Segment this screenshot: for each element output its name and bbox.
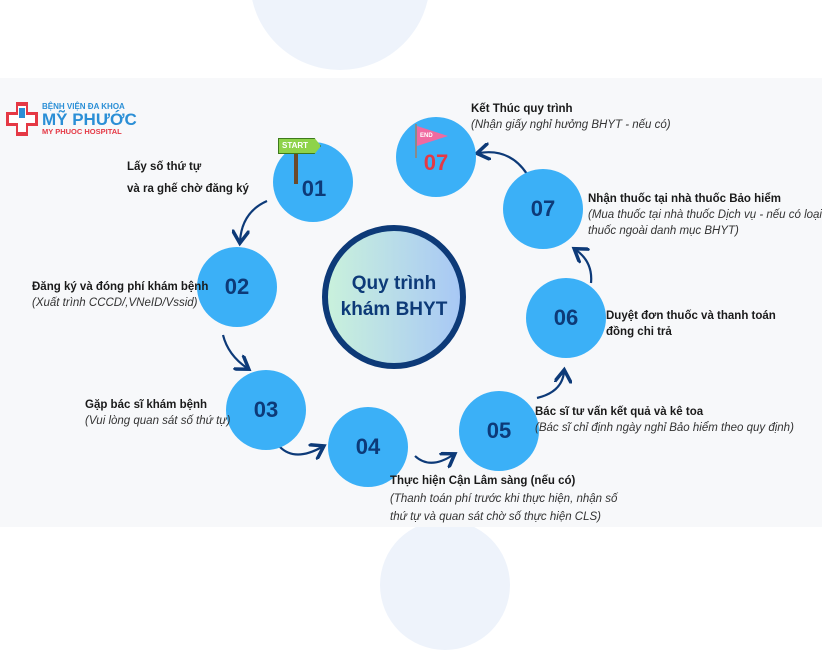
flow-arrows [221, 0, 593, 600]
logo-line2: MỸ PHƯỚC [42, 109, 137, 129]
step-circle-04: 04 [328, 407, 408, 487]
step-note: (Xuất trình CCCD/,VNeID/Vssid) [32, 297, 198, 309]
step-circle-05: 05 [459, 391, 539, 471]
step-title: Bác sĩ tư vấn kết quả và kê toa [535, 406, 704, 418]
arrow-05-06 [536, 372, 564, 400]
step-03-text: Gặp bác sĩ khám bệnh (Vui lòng quan sát s… [85, 397, 230, 429]
step-number: 07 [530, 196, 556, 221]
step-note: (Mua thuốc tại nhà thuốc Dịch vụ - nếu c… [588, 209, 822, 221]
step-04-text: Thực hiện Cận Lâm sàng (nếu có) (Thanh to… [390, 472, 617, 526]
step-circle-06: 06 [526, 278, 606, 358]
step-02-text: Đăng ký và đóng phí khám bệnh (Xuất trình… [32, 279, 208, 311]
step-note-line2: thuốc ngoài danh mục BHYT) [588, 225, 739, 237]
step-circle-03: 03 [226, 370, 306, 450]
logo-line3: MY PHUOC HOSPITAL [42, 126, 122, 136]
step-06-text: Duyệt đơn thuốc và thanh toán đồng chi tr… [606, 308, 776, 340]
arrow-01-02 [240, 199, 268, 241]
step-title: Lấy số thứ tự [127, 161, 202, 173]
step-number: 06 [553, 305, 579, 330]
step-note: (Bác sĩ chỉ định ngày nghỉ Bảo hiểm theo… [535, 422, 794, 434]
end-number: 07 [423, 150, 449, 175]
hospital-logo: BỆNH VIỆN ĐA KHOA MỸ PHƯỚC MY PHUOC HOSP… [6, 102, 137, 136]
step-circle-02: 02 [197, 247, 277, 327]
step-number: 01 [301, 176, 327, 201]
arrow-03-04 [279, 447, 322, 455]
center-title-line1: Quy trình [351, 273, 437, 295]
step-05-text: Bác sĩ tư vấn kết quả và kê toa (Bác sĩ c… [535, 404, 794, 436]
start-sign-label: START [278, 138, 321, 154]
step-title: Nhận thuốc tại nhà thuốc Bảo hiểm [588, 193, 781, 205]
step-title: Kết Thúc quy trình [471, 103, 573, 115]
center-title-line2: khám BHYT [340, 299, 448, 320]
hospital-cross-icon [6, 102, 38, 136]
step-title: Thực hiện Cận Lâm sàng (nếu có) [390, 475, 576, 487]
end-circle: 07 [396, 117, 476, 197]
step-number: 05 [486, 418, 512, 443]
step-title: Duyệt đơn thuốc và thanh toán [606, 310, 776, 322]
step-07-text: Nhận thuốc tại nhà thuốc Bảo hiểm (Mua th… [588, 191, 822, 239]
step-circle-01: 01 [273, 142, 353, 222]
end-text: Kết Thúc quy trình (Nhận giấy nghỉ hưởng … [471, 101, 671, 133]
step-note: (Nhận giấy nghỉ hưởng BHYT - nếu có) [471, 119, 671, 131]
center-title-circle: Quy trình khám BHYT [322, 225, 466, 369]
step-number: 04 [355, 434, 381, 459]
arrow-06-07 [576, 250, 593, 284]
arrow-02-03 [221, 334, 247, 368]
step-note-line2: thứ tự và quan sát chờ số thực hiện CLS) [390, 511, 602, 523]
step-01-text: Lấy số thứ tự và ra ghế chờ đăng ký [127, 159, 249, 197]
step-circle-07: 07 [503, 169, 583, 249]
step-title-line2: và ra ghế chờ đăng ký [127, 183, 249, 195]
step-title-line2: đồng chi trả [606, 326, 672, 338]
step-title: Đăng ký và đóng phí khám bệnh [32, 281, 209, 293]
step-title: Gặp bác sĩ khám bệnh [85, 399, 208, 411]
step-note: (Thanh toán phí trước khi thực hiện, nhậ… [390, 493, 618, 505]
step-number: 02 [224, 274, 250, 299]
logo-line1: BỆNH VIỆN ĐA KHOA [42, 101, 125, 111]
arrow-04-05 [414, 455, 453, 463]
step-number: 03 [253, 397, 279, 422]
step-note: (Vui lòng quan sát số thứ tự) [85, 415, 231, 427]
arrow-07-end [479, 152, 528, 175]
